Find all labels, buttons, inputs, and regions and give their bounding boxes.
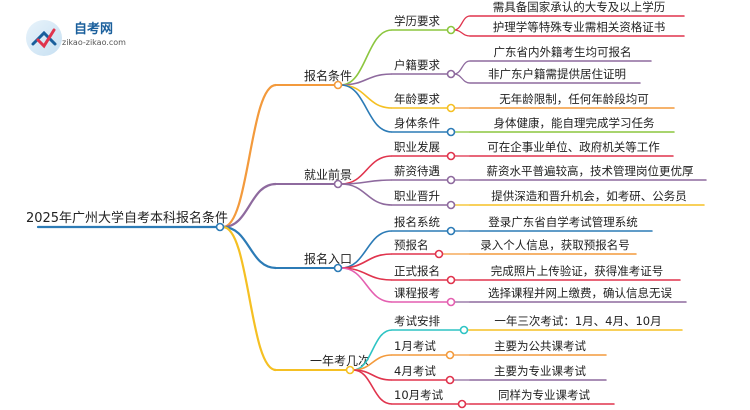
subtopic-label: 课程报考 xyxy=(394,286,440,300)
root-node-dot xyxy=(215,222,225,232)
subtopic-node-dot xyxy=(446,127,456,137)
subtopic-node-dot xyxy=(446,69,456,79)
subtopic-label: 职业发展 xyxy=(394,140,440,154)
leaf-label: 主要为公共课考试 xyxy=(494,339,586,353)
subtopic-node-dot xyxy=(446,151,456,161)
branch-sub-connector xyxy=(340,84,393,109)
logo-icon xyxy=(26,20,62,56)
branch-label: 一年考几次 xyxy=(310,354,370,368)
branch-label: 就业前景 xyxy=(304,167,352,182)
subtopic-node-dot xyxy=(434,249,444,259)
leaf-label: 登录广东省自学考试管理系统 xyxy=(488,215,638,229)
leaf-label: 身体健康，能自理完成学习任务 xyxy=(494,116,655,130)
leaf-label: 提供深造和晋升机会，如考研、公务员 xyxy=(491,189,687,203)
root-topic: 2025年广州大学自考本科报名条件 xyxy=(26,210,228,226)
subtopic-label: 年龄要求 xyxy=(394,92,440,106)
subtopic-label: 预报名 xyxy=(394,238,429,252)
branch-label: 报名条件 xyxy=(304,68,352,83)
leaf-label: 选择课程并网上缴费，确认信息无误 xyxy=(488,286,672,300)
subtopic-label: 4月考试 xyxy=(394,364,436,378)
leaf-label: 完成照片上传验证，获得准考证号 xyxy=(491,264,664,278)
branch-sub-connector xyxy=(340,29,393,86)
sub-leaf-connector xyxy=(453,73,471,84)
subtopic-node-dot xyxy=(459,325,469,335)
leaf-label: 非广东户籍需提供居住证明 xyxy=(488,67,626,81)
leaf-label: 护理学等特殊专业需相关资格证书 xyxy=(493,20,666,34)
branch-node-dot xyxy=(333,80,343,90)
branch-sub-connector xyxy=(340,183,393,206)
site-logo: 自考网 zikao-zikao.com xyxy=(26,14,146,58)
subtopic-label: 学历要求 xyxy=(394,14,440,28)
sub-leaf-connector xyxy=(453,29,471,37)
branch-node-dot xyxy=(345,365,355,375)
root-branch-connector xyxy=(222,83,277,229)
subtopic-node-dot xyxy=(446,226,456,236)
branch-node-dot xyxy=(333,179,343,189)
branch-node-dot xyxy=(333,263,343,273)
subtopic-node-dot xyxy=(446,103,456,113)
sub-leaf-connector xyxy=(453,15,471,31)
subtopic-label: 身体条件 xyxy=(394,116,440,130)
logo-title: 自考网 xyxy=(74,22,114,37)
subtopic-label: 1月考试 xyxy=(394,339,436,353)
leaf-label: 广东省内外籍考生均可报名 xyxy=(494,45,632,59)
subtopic-node-dot xyxy=(446,200,456,210)
branch-sub-connector xyxy=(352,369,393,405)
subtopic-label: 报名系统 xyxy=(394,215,440,229)
leaf-label: 可在企事业单位、政府机关等工作 xyxy=(487,140,660,154)
subtopic-label: 考试安排 xyxy=(394,314,440,328)
subtopic-label: 户籍要求 xyxy=(394,58,440,72)
subtopic-label: 职业晋升 xyxy=(394,189,440,203)
subtopic-node-dot xyxy=(446,25,456,35)
subtopic-node-dot xyxy=(445,350,455,360)
subtopic-node-dot xyxy=(446,297,456,307)
subtopic-node-dot xyxy=(457,399,467,409)
leaf-label: 同样为专业课考试 xyxy=(498,388,590,402)
sub-leaf-connector xyxy=(453,60,471,75)
root-branch-connector xyxy=(222,225,277,372)
leaf-label: 薪资水平普遍较高，技术管理岗位更优厚 xyxy=(487,164,694,178)
leaf-label: 录入个人信息，获取预报名号 xyxy=(480,238,630,252)
branch-label: 报名入口 xyxy=(304,251,352,266)
branch-sub-connector xyxy=(340,267,393,303)
leaf-label: 需具备国家承认的大专及以上学历 xyxy=(493,0,666,14)
subtopic-label: 正式报名 xyxy=(394,264,440,278)
leaf-label: 一年三次考试：1月、4月、10月 xyxy=(494,314,661,328)
subtopic-node-dot xyxy=(446,175,456,185)
leaf-label: 无年龄限制，任何年龄段均可 xyxy=(499,92,649,106)
subtopic-label: 10月考试 xyxy=(394,388,444,402)
subtopic-node-dot xyxy=(445,375,455,385)
logo-url: zikao-zikao.com xyxy=(62,38,126,47)
root-branch-connector xyxy=(222,225,277,270)
leaf-label: 主要为专业课考试 xyxy=(494,364,586,378)
subtopic-label: 薪资待遇 xyxy=(394,164,440,178)
root-branch-connector xyxy=(222,182,277,229)
branch-sub-connector xyxy=(340,84,393,133)
subtopic-node-dot xyxy=(446,275,456,285)
